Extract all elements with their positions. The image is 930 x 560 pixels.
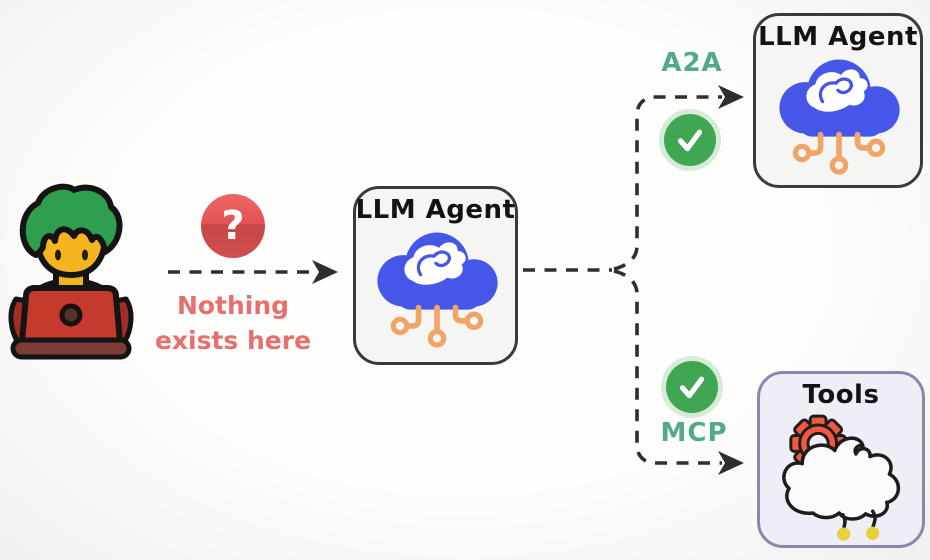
arrowhead-to-tools — [718, 451, 744, 475]
cloud-ai-whale-icon — [779, 59, 900, 175]
arrowhead-to-remote-agent — [718, 85, 744, 109]
branch-label-mcp: MCP — [660, 418, 728, 448]
branch-label-a2a: A2A — [661, 48, 723, 78]
question-mark-badge: ? — [201, 194, 265, 258]
person-at-laptop-icon — [6, 181, 136, 363]
check-icon-top — [664, 114, 716, 166]
question-mark-glyph: ? — [221, 203, 245, 249]
remote-agent-title: LLM Agent — [758, 22, 918, 52]
gear-cloud-icon — [782, 414, 901, 541]
arrowhead-to-agent — [312, 260, 338, 284]
center-llm-agent-box: LLM Agent — [353, 186, 518, 365]
tools-title: Tools — [802, 380, 880, 410]
nothing-exists-note: Nothing exists here — [131, 288, 335, 358]
note-line-2: exists here — [154, 326, 312, 355]
check-icon-bottom — [666, 361, 718, 413]
tools-box: Tools — [757, 371, 925, 548]
note-line-1: Nothing — [176, 291, 290, 320]
cloud-ai-whale-icon — [376, 232, 498, 348]
remote-llm-agent-box: LLM Agent — [753, 13, 923, 188]
center-agent-title: LLM Agent — [355, 195, 516, 225]
